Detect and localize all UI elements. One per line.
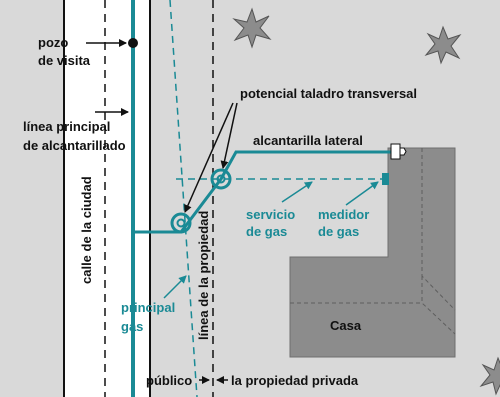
main-sewer-label-line1: línea principal — [23, 119, 110, 134]
bore-callout-label: potencial taladro transversal — [240, 86, 417, 101]
gas-main-label-line2: gas — [121, 319, 143, 334]
star-shrub-icon — [232, 7, 272, 49]
property-line-label: línea de la propiedad — [196, 211, 211, 340]
manhole-label-line2: de visita — [38, 53, 91, 68]
gas-meter-label-line2: de gas — [318, 224, 359, 239]
gas-main-arrow — [163, 275, 187, 299]
house-label: Casa — [330, 318, 362, 333]
gas-service-arrow — [281, 181, 313, 203]
bore-arrow-2 — [220, 102, 238, 169]
bore-location-icon — [170, 212, 192, 234]
gas-meter-arrow — [345, 181, 379, 206]
manhole-label-line1: pozo — [38, 35, 68, 50]
main-sewer-label-line2: de alcantarillado — [23, 138, 126, 153]
gas-meter-icon — [382, 173, 389, 185]
gas-main-line — [169, 0, 198, 397]
city-street-label: calle de la ciudad — [79, 176, 94, 284]
gas-service-label-line2: de gas — [246, 224, 287, 239]
manhole-marker — [128, 38, 138, 48]
sewer-lateral-line — [135, 150, 393, 234]
public-label: público — [146, 373, 192, 388]
sewer-lateral-cap-icon — [390, 143, 407, 160]
city-street — [64, 0, 150, 397]
star-shrub-icon — [479, 356, 500, 396]
private-label: la propiedad privada — [231, 373, 359, 388]
gas-main-label-line1: principal — [121, 300, 175, 315]
house — [289, 147, 456, 358]
lateral-sewer-label: alcantarilla lateral — [253, 133, 363, 148]
gas-service-label-line1: servicio — [246, 207, 295, 222]
gas-meter-label-line1: medidor — [318, 207, 369, 222]
star-shrub-icon — [424, 25, 462, 65]
bore-arrow-1 — [184, 102, 234, 213]
bore-location-icon — [210, 168, 232, 190]
